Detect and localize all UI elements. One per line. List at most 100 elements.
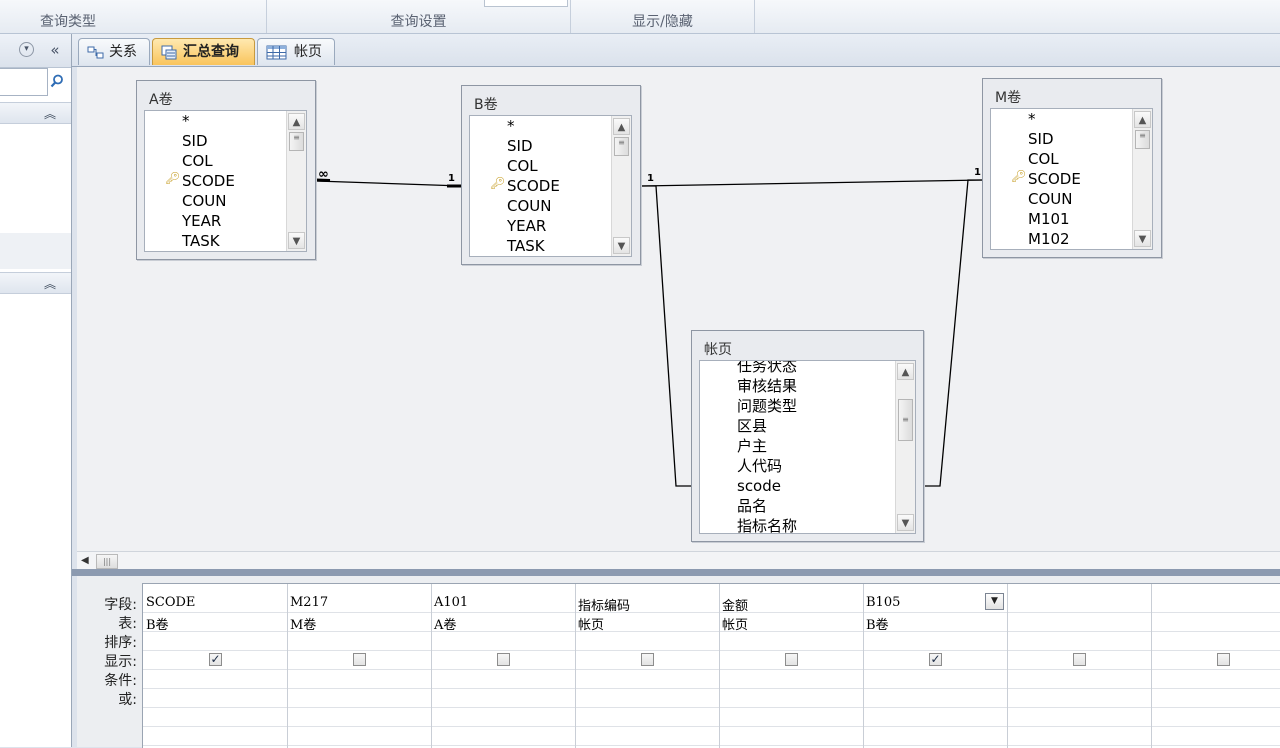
horizontal-scrollbar[interactable]: ◀ ||| xyxy=(77,551,1280,570)
chevron-up-double-icon[interactable]: ︽ xyxy=(44,277,57,291)
grid-field-cell[interactable]: 金额 xyxy=(722,599,749,614)
grid-field-cell[interactable]: 指标编码 xyxy=(578,599,631,614)
grid-field-cell[interactable]: M217 xyxy=(290,595,329,610)
scroll-left-icon[interactable]: ◀ xyxy=(81,555,89,566)
field-item[interactable]: 问题类型 xyxy=(737,397,798,415)
scroll-thumb[interactable]: ≡ xyxy=(289,132,304,151)
nav-section-header[interactable]: ︽ xyxy=(0,102,71,124)
scroll-thumb[interactable]: ≡ xyxy=(1135,130,1150,149)
row-label-criteria: 条件: xyxy=(104,673,137,689)
show-checkbox[interactable] xyxy=(353,653,366,666)
nav-section-header[interactable]: ︽ xyxy=(0,272,71,294)
field-item[interactable]: M101 xyxy=(1028,210,1070,228)
field-item[interactable]: YEAR xyxy=(182,212,222,230)
field-item[interactable]: COUN xyxy=(507,197,552,215)
nav-search-input[interactable] xyxy=(0,68,48,96)
show-checkbox[interactable]: ✓ xyxy=(929,652,942,666)
double-chevron-left-icon[interactable]: « xyxy=(50,41,60,59)
field-item[interactable]: SID xyxy=(507,137,533,155)
field-item[interactable]: YEAR xyxy=(507,217,547,235)
field-item[interactable]: 品名 xyxy=(737,497,768,515)
vertical-scrollbar[interactable]: ▲ ≡ ▼ xyxy=(1132,109,1152,249)
field-item[interactable]: TASK xyxy=(507,237,545,255)
scroll-up-icon[interactable]: ▲ xyxy=(1134,111,1151,128)
scroll-up-icon[interactable]: ▲ xyxy=(897,363,914,380)
scroll-down-icon[interactable]: ▼ xyxy=(288,232,305,249)
field-dropdown-button[interactable]: ▼ xyxy=(985,593,1004,610)
field-item[interactable]: COL xyxy=(182,152,213,170)
grid-table-cell[interactable]: A卷 xyxy=(434,618,457,633)
grid-table-cell[interactable]: 帐页 xyxy=(578,618,605,633)
grid-field-cell[interactable]: SCODE xyxy=(146,595,196,610)
field-item[interactable]: SCODE xyxy=(507,177,560,195)
ribbon-input-box[interactable] xyxy=(484,0,568,7)
field-item[interactable]: SID xyxy=(182,132,208,150)
field-item[interactable]: * xyxy=(182,112,190,130)
show-checkbox[interactable] xyxy=(1217,653,1230,666)
tab-summary-query[interactable]: 汇总查询 xyxy=(152,38,255,65)
join-label-one: 1 xyxy=(647,173,654,184)
scroll-up-icon[interactable]: ▲ xyxy=(288,113,305,130)
field-item[interactable]: 区县 xyxy=(737,417,768,435)
table-window-title: B卷 xyxy=(474,97,498,113)
field-item[interactable]: * xyxy=(1028,110,1036,128)
show-checkbox[interactable] xyxy=(1073,653,1086,666)
field-item[interactable]: SCODE xyxy=(1028,170,1081,188)
join-line-b-m[interactable] xyxy=(640,179,984,187)
table-window-ledger[interactable]: 帐页 任务状态 审核结果 问题类型 区县 户主 人代码 scode 品名 指标名… xyxy=(691,330,924,542)
grid-field-cell[interactable]: A101 xyxy=(434,595,469,610)
vertical-scrollbar[interactable]: ▲ ≡ ▼ xyxy=(895,361,915,533)
scroll-up-icon[interactable]: ▲ xyxy=(613,118,630,135)
field-item[interactable]: COUN xyxy=(182,192,227,210)
circle-chevron-down-icon[interactable]: ▾ xyxy=(19,42,34,57)
grid-table-cell[interactable]: B卷 xyxy=(866,618,889,633)
show-checkbox[interactable] xyxy=(497,653,510,666)
chevron-up-double-icon[interactable]: ︽ xyxy=(44,107,57,121)
field-item[interactable]: SCODE xyxy=(182,172,235,190)
field-item[interactable]: scode xyxy=(737,477,781,495)
field-item[interactable]: COL xyxy=(1028,150,1059,168)
join-line-a-b[interactable] xyxy=(315,180,463,187)
scroll-down-icon[interactable]: ▼ xyxy=(897,514,914,531)
grid-table-cell[interactable]: 帐页 xyxy=(722,618,749,633)
show-checkbox[interactable] xyxy=(641,653,654,666)
grid-field-cell[interactable]: B105 xyxy=(866,595,901,610)
show-checkbox[interactable] xyxy=(785,653,798,666)
field-item[interactable]: 审核结果 xyxy=(737,377,798,395)
scroll-thumb[interactable]: ≡ xyxy=(898,399,913,441)
table-window-title: A卷 xyxy=(149,92,173,108)
scroll-thumb[interactable]: ≡ xyxy=(614,137,629,156)
chevron-down-icon: ▼ xyxy=(991,596,998,606)
field-item[interactable]: TASK xyxy=(182,232,220,250)
scroll-down-icon[interactable]: ▼ xyxy=(613,237,630,254)
field-item[interactable]: SID xyxy=(1028,130,1054,148)
scroll-thumb[interactable]: ||| xyxy=(96,554,118,569)
field-item[interactable]: 户主 xyxy=(737,437,768,455)
field-item[interactable]: 任务状态 xyxy=(737,360,798,375)
show-checkbox[interactable]: ✓ xyxy=(209,652,222,666)
table-window-a[interactable]: A卷 * SID COL 🔑︎ SCODE COUN YEAR TASK ▲ ≡… xyxy=(136,80,316,260)
ribbon-group-show-hide: 显示/隐藏 xyxy=(632,14,693,30)
field-item[interactable]: * xyxy=(507,117,515,135)
tab-ledger[interactable]: 帐页 xyxy=(257,38,335,65)
magnifier-icon[interactable] xyxy=(50,74,64,88)
tab-relationships[interactable]: 关系 xyxy=(78,38,150,65)
scroll-down-icon[interactable]: ▼ xyxy=(1134,230,1151,247)
table-window-b[interactable]: B卷 * SID COL 🔑︎ SCODE COUN YEAR TASK ▲ ≡… xyxy=(461,85,641,265)
pane-splitter[interactable] xyxy=(72,569,1280,576)
vertical-scrollbar[interactable]: ▲ ≡ ▼ xyxy=(286,111,306,251)
table-window-title: M卷 xyxy=(995,90,1022,106)
grid-table-cell[interactable]: M卷 xyxy=(290,618,317,633)
field-item[interactable]: 指标名称 xyxy=(737,517,798,534)
field-item[interactable]: COL xyxy=(507,157,538,175)
join-line-m-ledger[interactable] xyxy=(923,179,983,487)
table-window-m[interactable]: M卷 * SID COL 🔑︎ SCODE COUN M101 M102 ▲ ≡… xyxy=(982,78,1162,258)
ribbon: 查询类型 查询设置 显示/隐藏 xyxy=(0,0,1280,34)
vertical-scrollbar[interactable]: ▲ ≡ ▼ xyxy=(611,116,631,256)
field-item[interactable]: COUN xyxy=(1028,190,1073,208)
field-item[interactable]: M102 xyxy=(1028,230,1070,248)
join-line-b-ledger[interactable] xyxy=(641,185,692,487)
grid-table-cell[interactable]: B卷 xyxy=(146,618,169,633)
field-item[interactable]: 人代码 xyxy=(737,457,783,475)
tab-label: 帐页 xyxy=(294,44,322,60)
